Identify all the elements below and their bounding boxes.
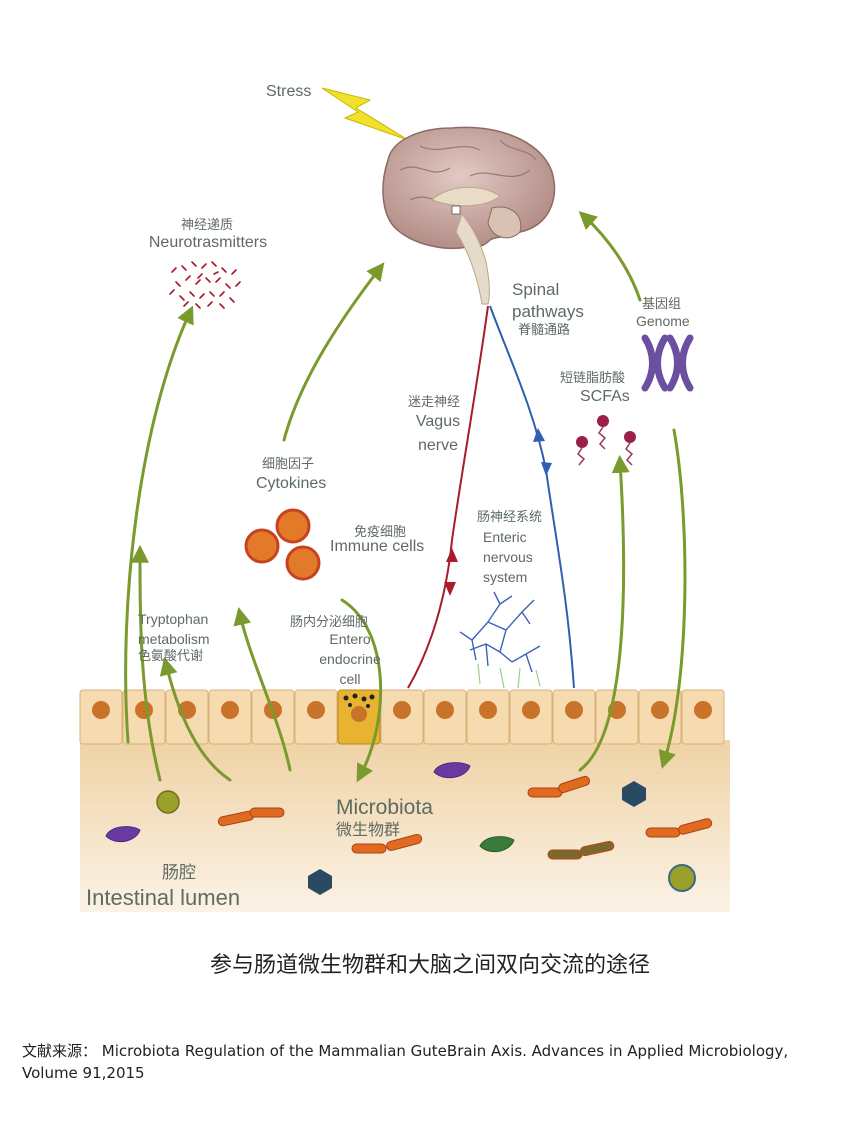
genome-cn-label: 基因组: [642, 297, 682, 312]
lightning-bolt-icon: [321, 87, 409, 141]
microbes: [105, 762, 713, 895]
spinal-pathways-cn-label: 脊髓通路: [518, 323, 571, 338]
cytokines-cn-label: 细胞因子: [262, 457, 315, 472]
scfa-cn-label: 短链脂肪酸: [560, 371, 626, 386]
neurotransmitters-label: Neurotrasmitters: [148, 234, 268, 251]
lumen-label: Intestinal lumen: [86, 885, 241, 910]
source-citation: 文献来源： Microbiota Regulation of the Mamma…: [22, 1042, 789, 1082]
neurotransmitters-cn-label: 神经递质: [180, 218, 233, 233]
tryptophan-label-line2: metabolism: [138, 631, 210, 647]
tryptophan-label-line1: Tryptophan: [138, 611, 209, 627]
microbiota-label: Microbiota: [336, 796, 433, 819]
intestinal-lumen: [80, 740, 730, 912]
vagus-label-line2: nerve: [417, 437, 459, 454]
immune-cells-cn-label: 免疫细胞: [354, 525, 407, 540]
vagus-cn-label: 迷走神经: [408, 395, 461, 410]
scfa-label: SCFAs: [580, 388, 630, 405]
vagus-label-line1: Vagus: [415, 413, 461, 430]
pathway-arrows: [124, 211, 687, 783]
spinal-pathways-label-line1: Spinal: [512, 280, 560, 299]
epithelium: [79, 689, 725, 745]
cytokines-label: Cytokines: [256, 475, 327, 492]
enteroendocrine-label-line1: Entero: [329, 631, 371, 647]
immune-cells-label: Immune cells: [330, 538, 425, 555]
enteroendocrine-label-line2: endocrine: [319, 651, 381, 667]
enteroendocrine-label-line3: cell: [339, 671, 361, 687]
enteric-label-line3: system: [483, 569, 528, 585]
enteric-cn-label: 肠神经系统: [477, 510, 543, 525]
vagus-nerve: [407, 305, 489, 689]
figure-caption: 参与肠道微生物群和大脑之间双向交流的途径: [209, 953, 650, 978]
tryptophan-cn-label: 色氨酸代谢: [138, 649, 204, 664]
microbiota-cn-label: 微生物群: [336, 820, 401, 839]
scfa-molecules: [576, 415, 636, 466]
spinal-pathways-label-line2: pathways: [512, 302, 584, 321]
enteric-label-line2: nervous: [483, 549, 533, 565]
enteroendocrine-cn-label: 肠内分泌细胞: [290, 615, 369, 630]
genome-icon: [641, 334, 694, 392]
neurotransmitter-particles: [169, 261, 241, 309]
stress-label: Stress: [266, 83, 312, 100]
genome-label: Genome: [636, 313, 690, 329]
enteric-label-line1: Enteric: [483, 529, 527, 545]
enteric-nervous-network: [459, 591, 541, 689]
lumen-cn-label: 肠腔: [162, 863, 196, 883]
spinal-pathway: [489, 305, 575, 689]
brain-icon: [382, 126, 556, 305]
immune-cells: [244, 508, 321, 581]
gut-brain-axis-diagram: [79, 87, 730, 912]
